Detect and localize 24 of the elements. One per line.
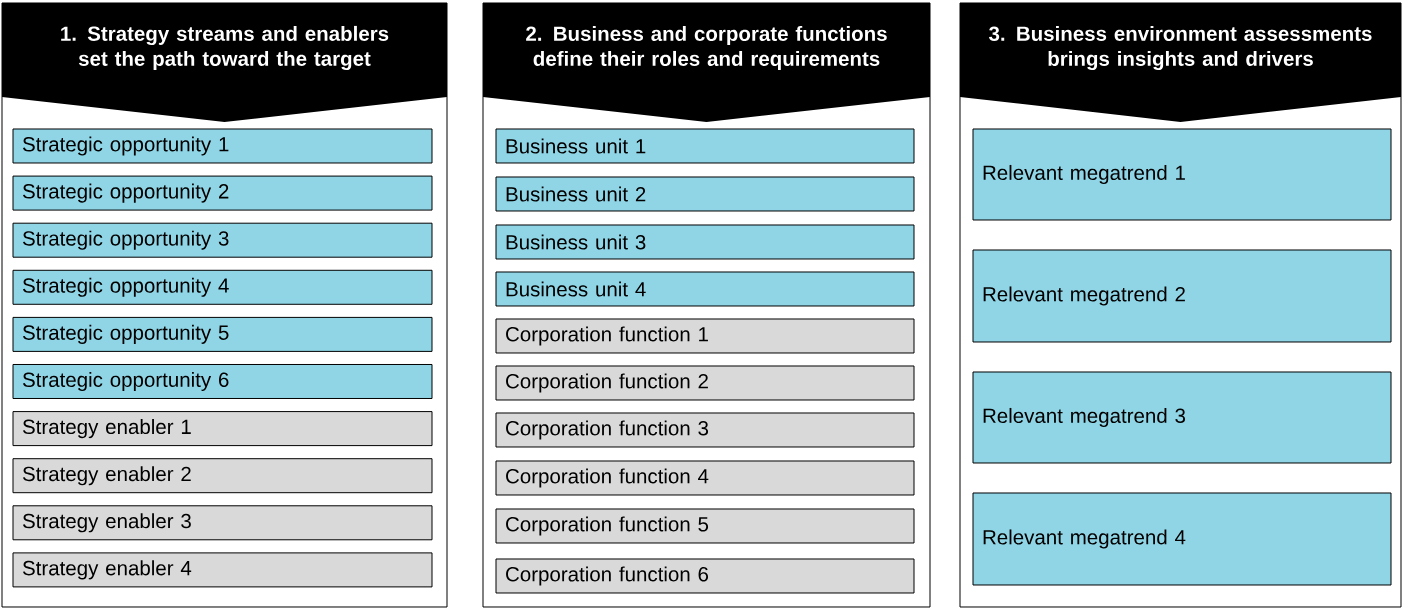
item-box: Corporation function 5 [495, 508, 915, 544]
item-box: Strategic opportunity 1 [12, 128, 433, 164]
item-box: Business unit 2 [495, 176, 915, 212]
item-box: Relevant megatrend 3 [972, 371, 1392, 464]
item-box: Corporation function 4 [495, 460, 915, 496]
item-box: Strategic opportunity 3 [12, 222, 433, 258]
item-box: Relevant megatrend 1 [972, 128, 1392, 221]
item-box: Corporation function 2 [495, 365, 915, 401]
item-box: Strategic opportunity 4 [12, 269, 433, 305]
item-box: Relevant megatrend 4 [972, 492, 1392, 586]
item-box: Corporation function 6 [495, 558, 915, 594]
item-box: Strategy enabler 2 [12, 458, 433, 494]
item-box: Strategic opportunity 6 [12, 364, 433, 399]
item-box: Business unit 1 [495, 128, 915, 164]
item-box: Strategic opportunity 5 [12, 316, 433, 352]
item-box: Strategy enabler 1 [12, 411, 433, 447]
item-box: Corporation function 1 [495, 318, 915, 354]
item-box: Strategy enabler 4 [12, 552, 433, 588]
item-box: Corporation function 3 [495, 412, 915, 448]
item-box: Business unit 4 [495, 271, 915, 307]
item-box: Strategy enabler 3 [12, 505, 433, 541]
item-box: Business unit 3 [495, 224, 915, 260]
item-box: Relevant megatrend 2 [972, 249, 1392, 343]
item-box: Strategic opportunity 2 [12, 175, 433, 211]
